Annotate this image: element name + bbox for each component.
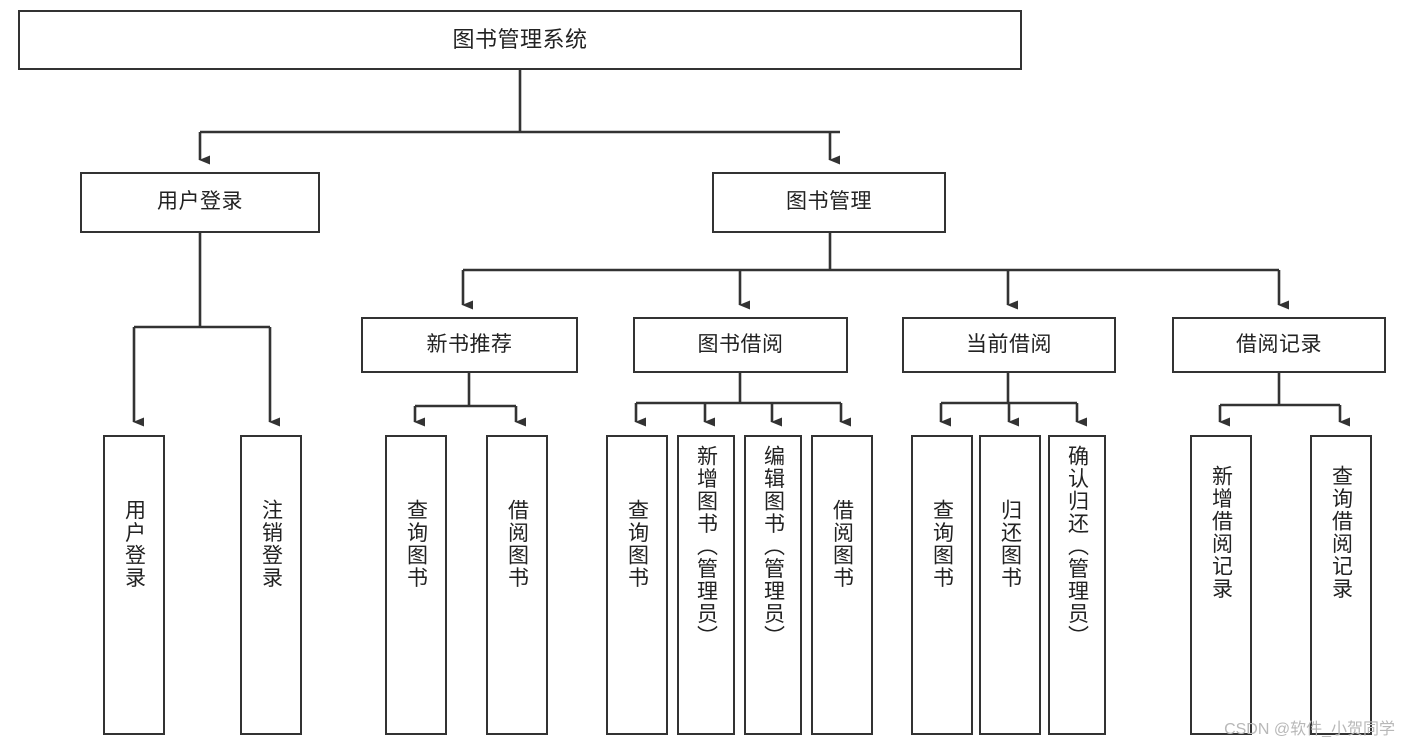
node-leaf-query-book-1-label: 查询图书: [404, 499, 428, 589]
node-leaf-add-book-label: 新增图书（管理员）: [694, 445, 718, 648]
node-leaf-return-book-label: 归还图书: [998, 499, 1022, 589]
node-user-login[interactable]: 用户登录: [80, 172, 320, 233]
node-leaf-query-record[interactable]: 查询借阅记录: [1310, 435, 1372, 735]
node-leaf-logout[interactable]: 注销登录: [240, 435, 302, 735]
node-leaf-user-login-label: 用户登录: [122, 499, 146, 589]
node-book-borrow-label: 图书借阅: [697, 332, 784, 356]
node-leaf-borrow-book-2-label: 借阅图书: [830, 499, 854, 589]
node-leaf-query-book-2-label: 查询图书: [625, 499, 649, 589]
node-leaf-add-book[interactable]: 新增图书（管理员）: [677, 435, 735, 735]
node-leaf-confirm-return-label: 确认归还（管理员）: [1065, 445, 1089, 648]
node-leaf-confirm-return[interactable]: 确认归还（管理员）: [1048, 435, 1106, 735]
node-book-borrow[interactable]: 图书借阅: [633, 317, 848, 373]
watermark-text: CSDN @软件_小贺同学: [1224, 721, 1395, 738]
node-leaf-borrow-book-1[interactable]: 借阅图书: [486, 435, 548, 735]
node-borrow-record-label: 借阅记录: [1236, 332, 1322, 356]
node-root-label: 图书管理系统: [452, 27, 588, 53]
node-new-book-recommend[interactable]: 新书推荐: [361, 317, 578, 373]
node-leaf-edit-book[interactable]: 编辑图书（管理员）: [744, 435, 802, 735]
node-leaf-query-book-1[interactable]: 查询图书: [385, 435, 447, 735]
node-book-manage-label: 图书管理: [786, 190, 872, 214]
node-leaf-query-record-label: 查询借阅记录: [1329, 465, 1353, 600]
node-user-login-label: 用户登录: [157, 190, 243, 214]
node-leaf-query-book-3[interactable]: 查询图书: [911, 435, 973, 735]
node-root[interactable]: 图书管理系统: [18, 10, 1022, 70]
node-new-book-recommend-label: 新书推荐: [426, 332, 513, 356]
node-leaf-add-record-label: 新增借阅记录: [1209, 465, 1233, 600]
node-leaf-logout-label: 注销登录: [259, 499, 283, 589]
node-leaf-borrow-book-2[interactable]: 借阅图书: [811, 435, 873, 735]
node-leaf-add-record[interactable]: 新增借阅记录: [1190, 435, 1252, 735]
node-current-borrow[interactable]: 当前借阅: [902, 317, 1116, 373]
node-leaf-query-book-2[interactable]: 查询图书: [606, 435, 668, 735]
node-borrow-record[interactable]: 借阅记录: [1172, 317, 1386, 373]
node-leaf-query-book-3-label: 查询图书: [930, 499, 954, 589]
node-leaf-edit-book-label: 编辑图书（管理员）: [761, 445, 785, 648]
node-leaf-user-login[interactable]: 用户登录: [103, 435, 165, 735]
node-leaf-return-book[interactable]: 归还图书: [979, 435, 1041, 735]
node-book-manage[interactable]: 图书管理: [712, 172, 946, 233]
node-leaf-borrow-book-1-label: 借阅图书: [505, 499, 529, 589]
node-current-borrow-label: 当前借阅: [966, 332, 1052, 356]
